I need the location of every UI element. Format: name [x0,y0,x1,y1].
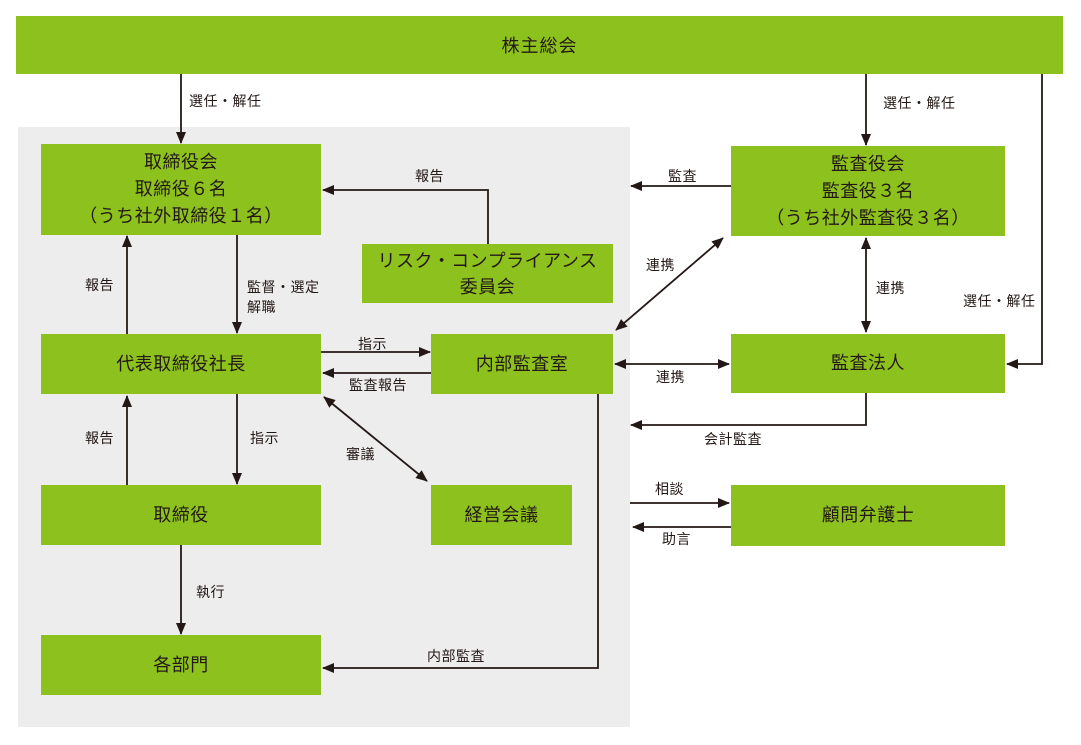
node-departments: 各部門 [41,635,321,695]
edge-label-deliberation: 審議 [346,446,375,462]
node-directors: 取締役 [41,485,321,545]
arrow-accounting-audit [630,393,867,430]
edge-label-audit-report: 監査報告 [349,377,407,393]
edge-label-instruct-directors: 指示 [250,430,279,446]
node-management-meeting: 経営会議 [431,485,572,545]
audit-board-line1: 監査役会 [831,153,905,174]
board-line1: 取締役会 [144,152,218,172]
edge-label-internal-audit: 内部監査 [427,648,485,664]
departments-label: 各部門 [153,654,209,675]
edge-label-execution: 執行 [196,584,225,600]
internal-audit-label: 内部監査室 [475,353,569,374]
shareholders-meeting-label: 株主総会 [501,36,578,56]
node-legal-advisor: 顧問弁護士 [731,485,1005,546]
supervise-line2: 解職 [247,299,276,315]
node-internal-audit-office: 内部監査室 [431,334,613,394]
edge-label-appoint-board: 選任・解任 [189,93,262,109]
node-shareholders-meeting: 株主総会 [16,16,1063,74]
edge-label-cooperation-vertical: 連携 [876,280,905,296]
directors-label: 取締役 [153,504,209,525]
edge-label-report-directors: 報告 [85,430,114,446]
audit-board-line3: （うち社外監査役３名） [766,207,970,228]
edge-label-cooperation-horizontal: 連携 [656,369,685,385]
edge-label-supervise: 監督・選定 解職 [247,277,320,317]
edge-label-instruct-internal-audit: 指示 [358,336,387,352]
audit-board-line2: 監査役３名 [821,180,915,201]
node-audit-firm: 監査法人 [731,334,1005,393]
arrow-appoint-audit-firm [1006,74,1043,369]
node-president: 代表取締役社長 [41,334,321,394]
president-label: 代表取締役社長 [116,353,246,374]
edge-label-accounting-audit: 会計監査 [704,431,762,447]
node-board-of-directors: 取締役会 取締役６名 （うち社外取締役１名） [41,144,321,235]
edge-label-consultation: 相談 [655,481,684,497]
edge-label-appoint-audit-firm: 選任・解任 [963,293,1036,309]
edge-label-appoint-audit-board: 選任・解任 [883,95,956,111]
node-risk-compliance-committee: リスク・コンプライアンス 委員会 [362,244,613,303]
edge-label-report-risk-to-board: 報告 [415,168,444,184]
board-line2: 取締役６名 [134,179,228,199]
legal-advisor-label: 顧問弁護士 [821,505,915,525]
management-meeting-label: 経営会議 [464,504,539,525]
board-line3: （うち社外取締役１名） [79,206,283,226]
arrow-cooperation-diagonal [615,237,724,331]
audit-firm-label: 監査法人 [831,353,905,373]
supervise-line1: 監督・選定 [247,279,320,295]
edge-label-cooperation-diagonal: 連携 [646,257,675,273]
edge-label-advice: 助言 [662,531,691,547]
node-audit-and-supervisory-board: 監査役会 監査役３名 （うち社外監査役３名） [731,146,1005,236]
edge-label-report-president-to-board: 報告 [85,277,114,293]
edge-label-audit: 監査 [668,168,697,184]
risk-committee-line2: 委員会 [459,276,516,297]
risk-committee-line1: リスク・コンプライアンス [377,250,598,271]
